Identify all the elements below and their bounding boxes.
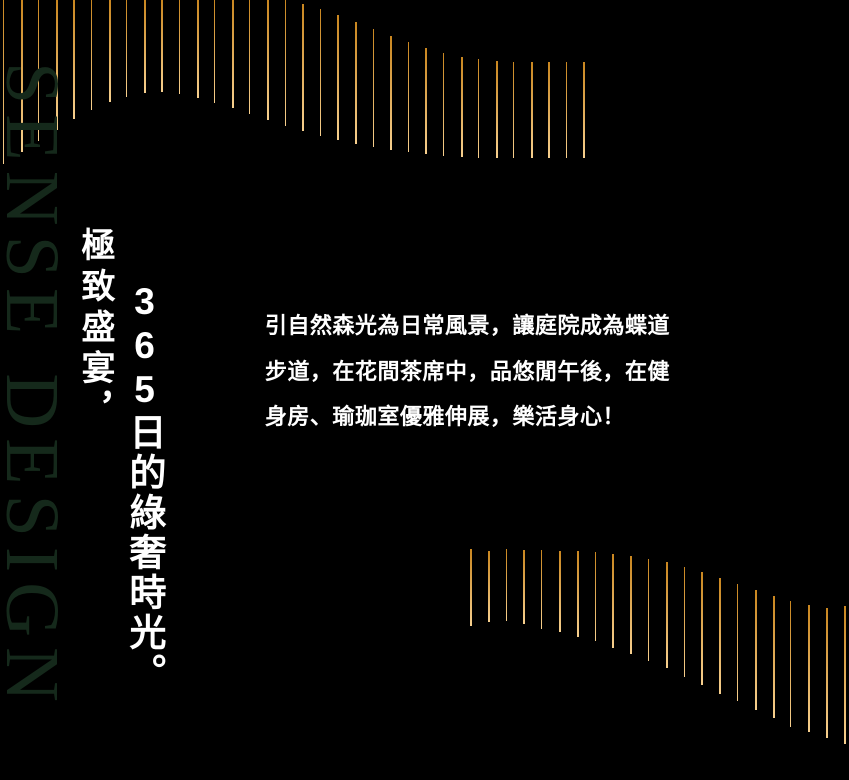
gold-line <box>197 0 199 98</box>
gold-line <box>566 62 567 158</box>
gold-line <box>320 9 321 136</box>
headline-column-2: 365日的綠奢時光。 <box>124 281 165 693</box>
gold-line <box>583 62 585 158</box>
gold-line <box>91 0 92 110</box>
gold-line <box>773 596 775 718</box>
body-paragraph-line: 引自然森光為日常風景，讓庭院成為蝶道 <box>265 313 671 338</box>
gold-line <box>612 554 614 648</box>
gold-line <box>755 590 757 710</box>
gold-line <box>701 572 703 685</box>
gold-line <box>232 0 234 108</box>
gold-line <box>337 15 339 140</box>
gold-line <box>161 0 163 92</box>
gold-line <box>684 567 685 677</box>
gold-line <box>630 556 632 654</box>
gold-line <box>737 584 738 701</box>
gold-line <box>470 549 472 626</box>
gold-line <box>355 22 357 144</box>
gold-line <box>267 0 269 120</box>
brand-watermark-vertical-text: SENSE DESIGN <box>0 62 74 712</box>
gold-line <box>179 0 180 94</box>
gold-line <box>844 606 846 744</box>
body-paragraph-line: 步道，在花間茶席中，品悠閒午後，在健 <box>265 358 671 384</box>
gold-line <box>666 562 668 668</box>
gold-line <box>648 559 649 661</box>
gold-line <box>373 29 374 147</box>
gold-line <box>541 550 542 629</box>
gold-line <box>390 36 392 150</box>
gold-line <box>523 550 525 624</box>
gold-line <box>719 578 721 694</box>
gold-line <box>408 42 409 152</box>
gold-line <box>214 0 215 103</box>
gold-line <box>577 551 579 637</box>
gold-line <box>425 48 427 154</box>
gold-line <box>285 0 286 126</box>
gold-line <box>595 552 596 641</box>
headline-column-1: 極致盛宴， <box>76 227 114 432</box>
gold-line <box>559 551 561 632</box>
gold-line <box>513 62 514 158</box>
gold-line <box>302 4 304 131</box>
gold-line <box>531 62 533 158</box>
gold-line <box>126 0 127 97</box>
gold-line <box>443 53 444 156</box>
gold-line <box>790 601 791 727</box>
gold-line <box>461 57 463 157</box>
gold-line <box>506 549 507 621</box>
gold-line <box>496 61 498 158</box>
gold-line <box>826 608 828 738</box>
gold-line <box>109 0 111 102</box>
gold-line <box>488 551 490 622</box>
body-paragraph-line: 身房、瑜珈室優雅伸展，樂活身心！ <box>265 404 626 429</box>
body-paragraph: 引自然森光為日常風景，讓庭院成為蝶道 步道，在花間茶席中，品悠閒午後，在健 身房… <box>265 303 715 440</box>
gold-line <box>144 0 146 93</box>
gold-line <box>478 59 479 158</box>
gold-line <box>249 0 250 114</box>
gold-line <box>548 62 550 158</box>
gold-line <box>808 605 810 732</box>
